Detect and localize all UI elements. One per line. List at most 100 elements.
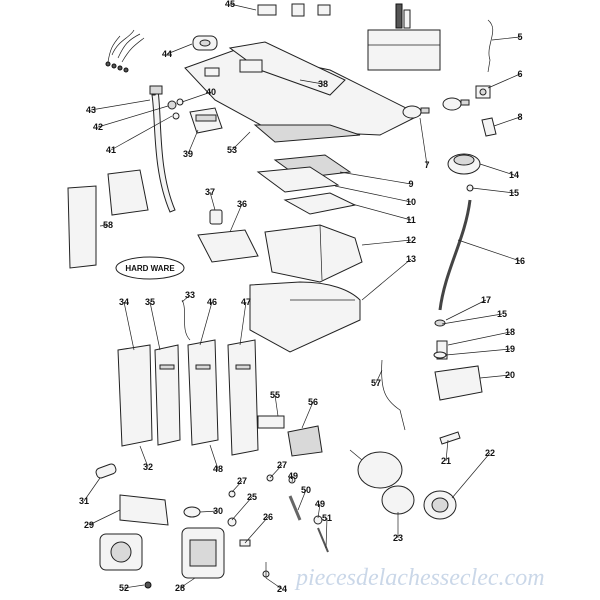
leader-line xyxy=(199,301,213,346)
leader-line xyxy=(181,294,191,303)
leader-line xyxy=(375,369,383,384)
leader-line xyxy=(187,129,199,155)
leader-line xyxy=(301,401,314,429)
part-number-label: 32 xyxy=(143,462,153,472)
part-number-label: 15 xyxy=(497,309,507,319)
part-number-label: 52 xyxy=(119,583,129,593)
part-number-label: 27 xyxy=(237,476,247,486)
cap-part xyxy=(209,209,223,225)
leader-line xyxy=(419,117,428,166)
small-hardware xyxy=(227,474,329,578)
part-number-label: 38 xyxy=(318,79,328,89)
screw-52 xyxy=(144,581,152,589)
leader-line xyxy=(83,477,101,502)
leader-line xyxy=(299,79,324,85)
leader-line xyxy=(231,131,251,151)
hose-part xyxy=(149,85,176,213)
control-boards xyxy=(117,339,259,456)
side-panel-58 xyxy=(67,169,149,269)
watermark: piecesdelachesseclec.com xyxy=(294,565,545,591)
part-number-label: 42 xyxy=(93,122,103,132)
dispenser-drawer-12 xyxy=(264,224,363,283)
heater-29 xyxy=(119,494,169,526)
leader-line xyxy=(149,301,161,351)
water-valves xyxy=(402,97,470,119)
part-number-label: 34 xyxy=(119,297,129,307)
part-number-label: 39 xyxy=(183,149,193,159)
part-number-label: 30 xyxy=(213,506,223,516)
part-number-label: 37 xyxy=(205,187,215,197)
part-number-label: 9 xyxy=(408,179,413,189)
part-number-label: 28 xyxy=(175,583,185,593)
leader-line xyxy=(110,115,173,151)
part-number-label: 57 xyxy=(371,378,381,388)
part-number-label: 22 xyxy=(485,448,495,458)
leader-line xyxy=(123,301,135,351)
leader-line xyxy=(291,475,294,483)
part-number-label: 10 xyxy=(406,197,416,207)
leader-line xyxy=(231,480,243,493)
part-number-labels: 5687141516171518192021222345443843424140… xyxy=(79,0,525,594)
leader-line xyxy=(181,91,212,103)
seal-part xyxy=(433,351,447,359)
leader-line xyxy=(139,445,149,468)
wire-33 xyxy=(181,299,191,341)
part-number-label: 58 xyxy=(103,220,113,230)
part-number-label: 49 xyxy=(315,499,325,509)
hardware-label: HARD WARE xyxy=(125,264,175,273)
leader-line xyxy=(445,348,511,356)
part-number-label: 48 xyxy=(213,464,223,474)
dispenser-cover-11 xyxy=(283,192,357,215)
part-number-label: 40 xyxy=(206,87,216,97)
part-number-label: 51 xyxy=(322,513,332,523)
top-panel-assembly xyxy=(184,41,422,143)
pump-filter xyxy=(423,490,457,520)
part-number-label: 13 xyxy=(406,254,416,264)
bracket-part xyxy=(481,117,497,137)
drain-pump xyxy=(349,449,415,515)
part-number-label: 50 xyxy=(301,485,311,495)
leader-line xyxy=(493,116,521,127)
leader-line xyxy=(274,394,279,417)
leader-line xyxy=(99,224,109,227)
part-number-label: 7 xyxy=(424,160,429,170)
wire-harness-top xyxy=(105,29,145,73)
cabinet-top-right xyxy=(367,3,441,71)
pump-filter-cover xyxy=(434,365,483,401)
top-small-parts xyxy=(257,3,331,17)
leader-lines xyxy=(83,3,521,590)
part-number-label: 6 xyxy=(517,69,522,79)
leader-line xyxy=(457,239,521,262)
leader-line xyxy=(361,258,412,301)
part-number-label: 29 xyxy=(84,520,94,530)
leader-line xyxy=(297,489,307,511)
part-number-label: 36 xyxy=(237,199,247,209)
module-55-56 xyxy=(257,415,323,457)
motor-28-left xyxy=(99,533,143,571)
part-number-label: 56 xyxy=(308,397,318,407)
leader-line xyxy=(339,171,412,185)
part-number-label: 25 xyxy=(247,492,257,502)
leader-line xyxy=(179,577,196,589)
leader-line xyxy=(317,503,321,519)
leader-line xyxy=(166,43,193,55)
leader-line xyxy=(451,452,491,499)
pressure-hose xyxy=(438,199,472,311)
leader-line xyxy=(447,331,511,346)
part-number-label: 33 xyxy=(185,290,195,300)
leader-line xyxy=(325,517,328,549)
part-number-label: 18 xyxy=(505,327,515,337)
leader-line xyxy=(479,374,511,379)
leader-line xyxy=(334,185,412,203)
leader-line xyxy=(445,299,487,321)
leader-line xyxy=(229,203,243,233)
part-number-label: 5 xyxy=(517,32,522,42)
motor-28-right xyxy=(181,527,225,579)
leader-line xyxy=(269,464,283,479)
part-number-label: 21 xyxy=(441,456,451,466)
part-number-label: 20 xyxy=(505,370,515,380)
wire-57 xyxy=(381,359,406,431)
pressure-switch xyxy=(447,153,481,175)
part-number-label: 43 xyxy=(86,105,96,115)
